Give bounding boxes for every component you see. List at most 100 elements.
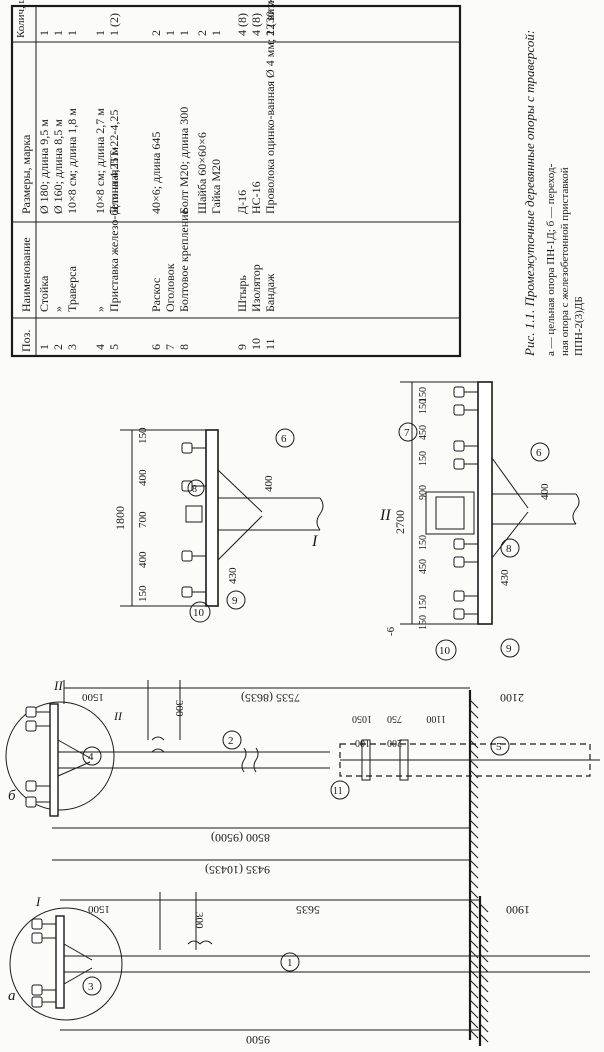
table-cell-name: Раскос [149,278,163,312]
callout-label: 9 [506,643,512,655]
insulator-icon [25,796,37,808]
brace [217,469,263,513]
brace [57,739,91,759]
table-cell-size: Ø 160; длина 8,5 м [51,119,65,214]
table-cell-qty: 4 (8) [249,13,263,36]
dim-span: 150 [137,585,149,602]
table-cell-qty: 1 [51,30,65,36]
pole-a: а 1500 300 5635 1900 9500 I 3 1 [8,892,590,1047]
table-cell-name: Приставка железо-бетонная ПТ-22-4,25 [107,110,121,312]
dim-span: 150 [418,387,429,402]
hatch-line [479,933,489,943]
hatch-line [469,819,479,829]
hatch-line [479,1003,489,1013]
brace [491,511,529,559]
detail-circle [9,907,123,1021]
callout-label: 5 [496,741,502,753]
table-cell-qty: 1 (2) [107,13,121,36]
dim-span: 450 [418,425,429,440]
dim-b3: 750 [387,713,402,724]
table-cell-name: » [51,306,65,312]
insulator-icon [181,550,193,562]
hatch-line [469,959,479,969]
caption-body-1: а — цельная опора ПН-1Д; б — переход- [545,163,557,356]
table-cell-name: Болтовое крепление [177,209,191,312]
table-cell-name: » [93,306,107,312]
dim-ins: 300 [173,700,185,717]
callout-6 [275,428,295,448]
hatch-line [469,709,479,719]
ground-hatch [469,699,479,1039]
callout-label: 8 [192,484,197,495]
hatch-line [469,769,479,779]
ground-hatch [479,903,489,1043]
callout-8 [500,538,520,558]
table-cell-name: Оголовок [163,263,177,312]
dim-b1: 1050 [352,713,372,724]
callout-9 [226,590,246,610]
callout-11 [330,780,350,800]
caption-title: Рис. 1.1. Промежуточные деревянные опоры… [522,30,537,357]
table-cell-name: Изолятор [249,264,263,312]
insulator-icon [31,996,43,1008]
callout-label: 6 [281,433,287,445]
dim-brace-w: 400 [263,475,275,492]
hatch-line [469,899,479,909]
hatch-line [469,849,479,859]
table-cell-qty: 1 [209,30,223,36]
insulator-icon [453,590,465,602]
table-cell-qty: 2 [149,30,163,36]
table-cell-pos: 8 [177,344,191,350]
table-cell-pos: 7 [163,344,177,350]
brace [63,967,93,985]
insulators-II [453,386,478,620]
break-mark [241,747,247,773]
callout-7 [398,422,418,442]
hatch-line [479,1023,489,1033]
hatch-line [469,809,479,819]
dim-bottom: 2100 [500,691,524,705]
callout-label: 2 [228,735,234,747]
table-frame [10,4,462,358]
table-cell-pos: 1 [37,344,51,350]
callout-1 [280,952,300,972]
dim-middle: 7535 (8635) [241,691,300,705]
brace [491,457,529,509]
hatch-line [469,999,479,1009]
table-cell-pos: 5 [107,344,121,350]
roman-label: II [53,678,63,693]
table-cell-name: Траверса [65,265,79,312]
caption: Рис. 1.1. Промежуточные деревянные опоры… [522,30,585,357]
bolt-head [185,505,203,523]
dim-total: 2700 [393,510,407,534]
hatch-line [469,699,479,709]
insulator-icon [453,556,465,568]
dim-brace-w: 400 [539,483,551,500]
hatch-line [469,1009,479,1019]
crossarm [55,915,65,1009]
callout-label: 1 [287,957,293,969]
table-cell-size: 40×6; длина 645 [149,132,163,214]
hatch-line [479,903,489,913]
caption-body-2: ная опора с железобетонной приставкой [559,167,571,356]
insulator-icon [25,780,37,792]
table-cell-size: Гайка М20 [209,159,223,214]
callout-5 [490,736,510,756]
dim-brace-h: 430 [227,567,239,584]
callout-label: 9 [232,595,238,607]
table-cell-size: НС-16 [249,181,263,214]
dim-span: 700 [137,511,149,528]
dim-brace-h: 430 [499,569,511,586]
dim-ins: 300 [193,912,205,929]
view-label: I [311,533,318,550]
hatch-line [469,939,479,949]
table-cell-pos: 11 [263,338,277,350]
hatch-line [469,909,479,919]
table-cell-size: Д-16 [235,190,249,214]
hatch-line [479,923,489,933]
pole-head [425,491,475,535]
insulator-icon [453,386,465,398]
